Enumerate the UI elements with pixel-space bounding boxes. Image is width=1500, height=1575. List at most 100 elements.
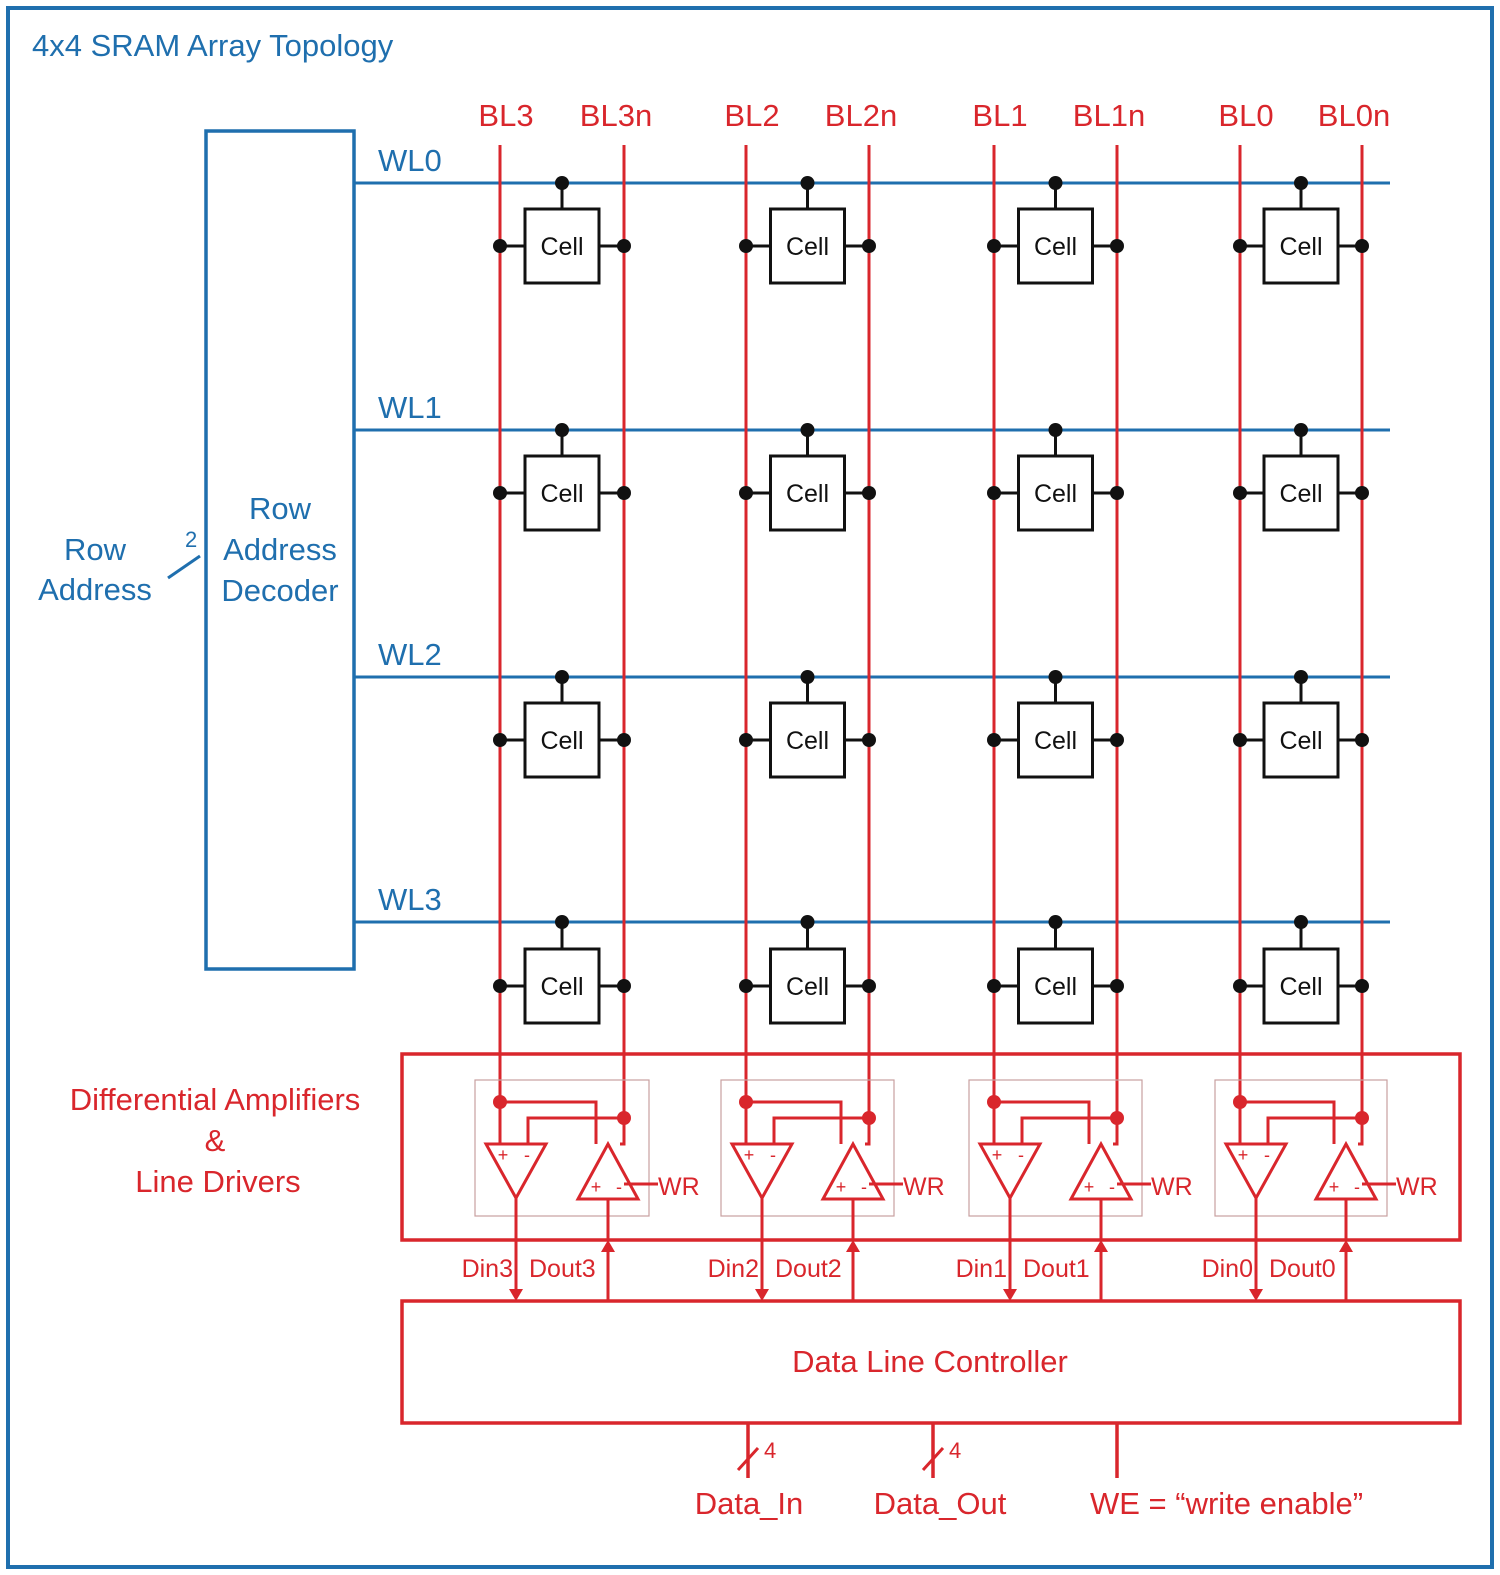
line-driver	[1068, 1140, 1134, 1201]
cell-label: Cell	[1279, 480, 1322, 508]
amp-plus: +	[992, 1145, 1003, 1165]
din-arrow	[755, 1289, 769, 1301]
din-label-3: Din0	[1202, 1255, 1253, 1283]
dout-arrow	[846, 1240, 860, 1252]
cell-label: Cell	[786, 480, 829, 508]
cell-box	[1262, 701, 1340, 779]
cell-box	[523, 701, 601, 779]
cell-label: Cell	[1034, 973, 1077, 1001]
we-label: WE = “write enable”	[1090, 1486, 1363, 1521]
driver-minus: -	[1109, 1177, 1115, 1197]
din-label-0: Din3	[462, 1255, 513, 1283]
cell-box	[1262, 454, 1340, 532]
driver-minus: -	[861, 1177, 867, 1197]
bitline-label-BL2n: BL2n	[825, 98, 897, 133]
cell-bl-junction	[1233, 733, 1247, 747]
amp-wire	[1113, 1118, 1119, 1146]
cell-box	[1262, 947, 1340, 1025]
cell-label: Cell	[786, 727, 829, 755]
row-address-decoder	[204, 129, 356, 971]
diagram-title: 4x4 SRAM Array Topology	[32, 28, 394, 63]
cell-bln-junction	[862, 239, 876, 253]
dout-arrow	[1339, 1240, 1353, 1252]
amp-wire	[746, 1100, 843, 1144]
cell-box	[1017, 207, 1094, 285]
cell-box	[523, 947, 601, 1025]
cell-bln-junction	[617, 733, 631, 747]
dout-label-0: Dout3	[529, 1255, 596, 1283]
amp-junction	[1355, 1111, 1369, 1125]
cell-label: Cell	[1279, 727, 1322, 755]
cell-bln-junction	[617, 486, 631, 500]
amp-wire	[772, 1116, 869, 1144]
amp-minus: -	[1264, 1145, 1270, 1165]
cell-bln-junction	[862, 979, 876, 993]
cell-box	[769, 207, 846, 285]
cell-r2-c2: Cell	[987, 670, 1124, 779]
cell-r0-c0: Cell	[493, 176, 631, 285]
cell-bln-junction	[617, 239, 631, 253]
cell-bl-junction	[987, 979, 1001, 993]
dout-label-2: Dout1	[1023, 1255, 1090, 1283]
cell-bln-junction	[1110, 979, 1124, 993]
bitline-label-BL2: BL2	[724, 98, 779, 133]
row-address-bus-width: 2	[185, 527, 197, 552]
amp-minus: -	[1018, 1145, 1024, 1165]
driver-plus: +	[1329, 1177, 1340, 1197]
cell-wordline-junction	[1048, 423, 1063, 437]
cell-bl-junction	[493, 239, 507, 253]
wr-label: WR	[903, 1173, 945, 1201]
bitline-label-BL1n: BL1n	[1073, 98, 1145, 133]
decoder-label-line1: Row	[249, 491, 312, 526]
data-out-bus-width: 4	[949, 1438, 961, 1463]
amp-wire	[1240, 1100, 1336, 1144]
data-line-controller-label: Data Line Controller	[792, 1344, 1068, 1379]
cell-wordline-junction	[1048, 670, 1063, 684]
data-in-label: Data_In	[695, 1486, 804, 1521]
amp-wire	[1020, 1116, 1117, 1144]
cell-r0-c2: Cell	[987, 176, 1124, 285]
cell-bln-junction	[1110, 486, 1124, 500]
amplifier-cell-box	[1214, 1079, 1388, 1217]
cell-label: Cell	[540, 973, 583, 1001]
amplifier-pair-2	[968, 1079, 1151, 1301]
amp-junction	[1233, 1095, 1247, 1109]
cell-bln-junction	[862, 486, 876, 500]
cell-label: Cell	[786, 973, 829, 1001]
cell-bl-junction	[739, 239, 753, 253]
cell-wordline-junction	[1294, 423, 1308, 437]
cell-box	[523, 454, 601, 532]
bitline-label-BL3n: BL3n	[580, 98, 652, 133]
cell-bln-junction	[1355, 239, 1369, 253]
cell-label: Cell	[540, 480, 583, 508]
cell-box	[1017, 947, 1094, 1025]
cell-bl-junction	[493, 486, 507, 500]
cell-bln-junction	[1355, 979, 1369, 993]
sense-amplifier	[729, 1142, 795, 1202]
amp-junction	[862, 1111, 876, 1125]
amp-plus: +	[498, 1145, 509, 1165]
cell-bl-junction	[493, 979, 507, 993]
cell-label: Cell	[540, 727, 583, 755]
dout-label-1: Dout2	[775, 1255, 842, 1283]
data-in-bus-width: 4	[764, 1438, 776, 1463]
amp-junction	[1110, 1111, 1124, 1125]
row-address-label-line2: Address	[38, 572, 152, 607]
cell-r2-c3: Cell	[1233, 670, 1369, 779]
cell-box	[1262, 207, 1340, 285]
cell-wordline-junction	[1294, 915, 1308, 929]
cell-r1-c1: Cell	[739, 423, 876, 532]
cell-wordline-junction	[800, 423, 815, 437]
cell-label: Cell	[1034, 480, 1077, 508]
row-address-label-line1: Row	[64, 532, 127, 567]
amplifier-cell-box	[720, 1079, 895, 1217]
amplifier-cell-box	[474, 1079, 650, 1217]
cell-r3-c0: Cell	[493, 915, 631, 1025]
cell-bln-junction	[862, 733, 876, 747]
cell-box	[769, 947, 846, 1025]
cell-wordline-junction	[800, 915, 815, 929]
bitline-label-BL1: BL1	[972, 98, 1027, 133]
cell-bl-junction	[493, 733, 507, 747]
